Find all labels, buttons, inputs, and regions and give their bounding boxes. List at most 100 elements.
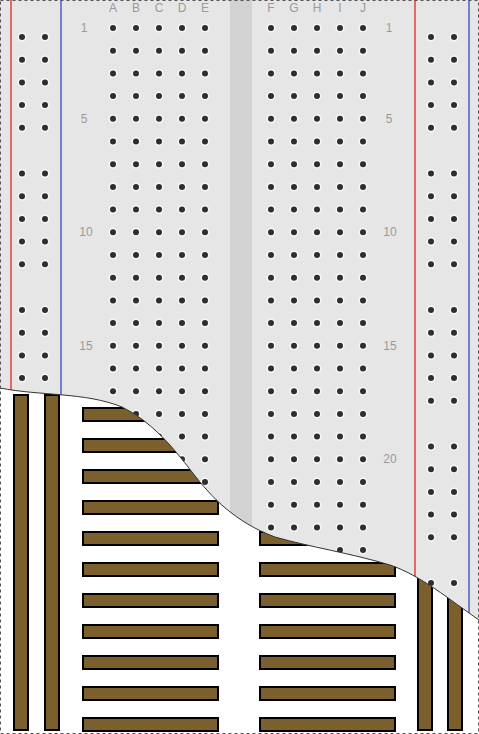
hole [267,387,276,396]
hole-rim [267,296,276,305]
hole [201,228,210,237]
hole-center [314,388,320,394]
hole-rim [290,24,299,33]
hole [178,69,187,78]
hole-rim [290,409,299,418]
hole [313,296,322,305]
hole [267,24,276,33]
hole-rim [178,69,187,78]
hole-rim [359,296,368,305]
hole [178,591,187,600]
hole-center [110,524,116,530]
hole-rim [178,46,187,55]
hole-center [337,184,343,190]
hole-rim [109,114,118,123]
hole [427,169,436,178]
hole [336,296,345,305]
hole-rim [155,114,164,123]
hole [450,101,459,110]
column-letter: H [313,2,322,14]
hole [450,669,459,678]
hole-rim [201,568,210,577]
hole-rim [427,647,436,656]
hole [313,455,322,464]
hole-center [268,593,274,599]
hole [178,296,187,305]
hole-rim [155,341,164,350]
hole-rim [450,306,459,315]
hole-center [337,411,343,417]
hole-rim [132,205,141,214]
hole [313,341,322,350]
hole-center [291,524,297,530]
hole-center [337,366,343,372]
hole [313,24,322,33]
hole-rim [109,69,118,78]
hole-rim [201,92,210,101]
hole-rim [450,465,459,474]
hole-rim [313,387,322,396]
hole-center [428,57,434,63]
hole-rim [267,92,276,101]
hole-center [110,275,116,281]
hole-center [179,411,185,417]
hole-center [337,297,343,303]
hole [267,568,276,577]
hole-center [156,252,162,258]
hole [201,46,210,55]
hole-center [428,671,434,677]
hole-center [291,456,297,462]
hole-rim [109,319,118,328]
hole-rim [313,228,322,237]
hole-rim [290,319,299,328]
hole [41,78,50,87]
hole [267,46,276,55]
hole [336,591,345,600]
hole-rim [290,46,299,55]
hole-center [337,48,343,54]
hole-center [428,34,434,40]
hole-center [179,388,185,394]
column-letter: G [289,2,298,14]
hole [267,500,276,509]
hole [336,432,345,441]
hole-center [19,444,25,450]
hole-center [337,275,343,281]
hole-center [179,343,185,349]
hole [201,500,210,509]
hole-center [202,48,208,54]
hole-rim [427,328,436,337]
hole [359,182,368,191]
hole [109,409,118,418]
hole-rim [18,351,27,360]
hole-center [156,297,162,303]
hole [178,387,187,396]
hole [427,328,436,337]
hole [41,601,50,610]
hole [313,409,322,418]
hole [313,182,322,191]
hole [427,624,436,633]
hole-center [202,252,208,258]
hole [290,160,299,169]
hole-rim [313,568,322,577]
hole-rim [41,510,50,519]
hole-rim [359,523,368,532]
hole-center [179,48,185,54]
hole-center [451,239,457,245]
hole-center [451,375,457,381]
hole-center [156,502,162,508]
hole-rim [267,46,276,55]
hole-center [291,25,297,31]
hole-center [314,570,320,576]
hole [336,455,345,464]
hole-center [133,502,139,508]
hole [18,396,27,405]
hole-rim [201,24,210,33]
hole-center [179,275,185,281]
hole-rim [450,647,459,656]
hole-center [451,466,457,472]
hole [313,205,322,214]
hole-center [110,116,116,122]
hole [267,205,276,214]
